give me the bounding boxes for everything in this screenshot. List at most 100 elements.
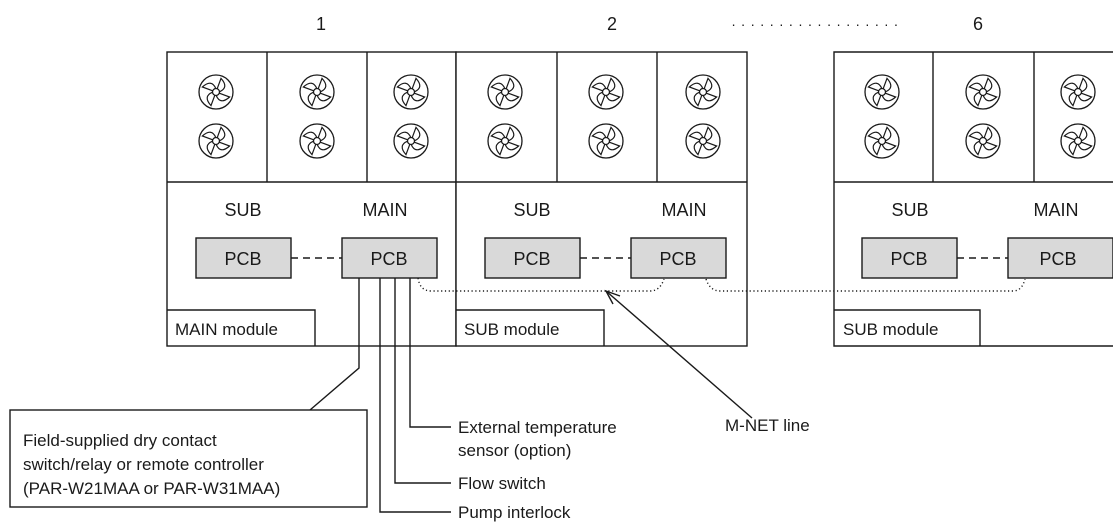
module-2-module-label: SUB module	[464, 320, 559, 339]
ext-temp-label-line-1: External temperature	[458, 418, 617, 437]
fan-blade	[410, 141, 426, 151]
fan-hub	[978, 136, 988, 146]
module-2-pcb-sub	[484, 237, 581, 279]
ellipsis-dots: · · · · · · · · · · · · · · · · · ·	[731, 16, 899, 32]
fan-blade	[973, 91, 983, 107]
fan-icon	[588, 74, 624, 110]
fan-hub	[877, 87, 887, 97]
fan-blade	[206, 140, 216, 156]
fan-hub	[1073, 136, 1083, 146]
fan-blade	[495, 91, 505, 107]
fan-blade	[307, 140, 317, 156]
fan-blade	[1078, 77, 1088, 93]
module-1-pcb-sub-label: PCB	[224, 249, 261, 269]
flow-switch-label: Flow switch	[458, 474, 546, 493]
fan-blade	[973, 140, 983, 156]
fan-blade	[401, 140, 411, 156]
fan-blade	[703, 126, 713, 142]
fan-blade	[504, 92, 520, 102]
module-1: SUB MAIN PCB PCB MAIN module	[166, 51, 457, 347]
fan-blade	[316, 141, 332, 151]
module-6-sub-label: SUB	[891, 200, 928, 220]
fan-blade	[867, 82, 883, 92]
module-1-pcb-main	[341, 237, 438, 279]
fan-icon	[487, 74, 523, 110]
fan-icon	[299, 74, 335, 110]
fan-blade	[882, 77, 892, 93]
module-2-sub-label: SUB	[513, 200, 550, 220]
m-net-line-label: M-NET line	[725, 416, 810, 435]
fan-blade	[215, 92, 231, 102]
m-net-line-segment-2	[705, 278, 1026, 292]
module-6-frame	[833, 51, 1113, 347]
fan-blade	[872, 140, 882, 156]
field-supplied-line-1: Field-supplied dry contact	[23, 431, 217, 450]
fan-blade	[201, 131, 217, 141]
fan-blade	[968, 131, 984, 141]
module-1-module-label: MAIN module	[175, 320, 278, 339]
unit-number-6: 6	[973, 14, 983, 34]
module-6-label-box	[834, 309, 981, 346]
fan-hub	[211, 136, 221, 146]
m-net-line-segment-1	[417, 277, 665, 292]
fan-icon	[393, 74, 429, 110]
fan-blade	[591, 82, 607, 92]
fan-blade	[596, 91, 606, 107]
fan-icon	[685, 74, 721, 110]
fan-icon	[864, 123, 900, 159]
fan-blade	[216, 126, 226, 142]
unit-number-1: 1	[316, 14, 326, 34]
fan-blade	[490, 131, 506, 141]
fan-icon	[588, 123, 624, 159]
m-net-leader	[604, 289, 753, 419]
module-1-pcb-sub	[195, 237, 292, 279]
fan-icon	[198, 123, 234, 159]
fan-hub	[601, 136, 611, 146]
wire-ext-temp	[409, 278, 451, 428]
fan-hub	[312, 136, 322, 146]
fan-blade	[1078, 126, 1088, 142]
fan-blade	[215, 141, 231, 151]
fan-hub	[978, 87, 988, 97]
module-2: SUB MAIN PCB PCB SUB module	[455, 51, 748, 347]
module-6-module-label: SUB module	[843, 320, 938, 339]
fan-blade	[693, 140, 703, 156]
fan-hub	[601, 87, 611, 97]
fan-blade	[307, 91, 317, 107]
fan-blade	[1068, 91, 1078, 107]
fan-blade	[317, 77, 327, 93]
arrowhead-icon	[604, 289, 621, 305]
fan-blade	[606, 126, 616, 142]
wire-flow-switch	[394, 278, 451, 484]
module-1-sub-label: SUB	[224, 200, 261, 220]
fan-icon	[198, 74, 234, 110]
module-1-label-box	[167, 309, 316, 346]
ext-temp-label-line-2: sensor (option)	[458, 441, 571, 460]
module-6: SUB MAIN PCB PCB SUB module	[833, 51, 1113, 347]
unit-number-2: 2	[607, 14, 617, 34]
module-6-main-label: MAIN	[1034, 200, 1079, 220]
fan-blade	[505, 77, 515, 93]
fan-blade	[605, 92, 621, 102]
pump-interlock-label: Pump interlock	[458, 503, 571, 522]
module-1-pcb-main-label: PCB	[370, 249, 407, 269]
fan-icon	[299, 123, 335, 159]
fan-hub	[698, 136, 708, 146]
fan-blade	[505, 126, 515, 142]
fan-blade	[605, 141, 621, 151]
fan-blade	[317, 126, 327, 142]
fan-icon	[487, 123, 523, 159]
fan-blade	[410, 92, 426, 102]
fan-blade	[881, 141, 897, 151]
fan-blade	[702, 92, 718, 102]
fan-blade	[411, 126, 421, 142]
fan-blade	[968, 82, 984, 92]
fan-blade	[881, 92, 897, 102]
module-2-main-label: MAIN	[662, 200, 707, 220]
fan-icon	[393, 123, 429, 159]
fan-blade	[591, 131, 607, 141]
fan-hub	[877, 136, 887, 146]
fan-hub	[211, 87, 221, 97]
fan-blade	[201, 82, 217, 92]
